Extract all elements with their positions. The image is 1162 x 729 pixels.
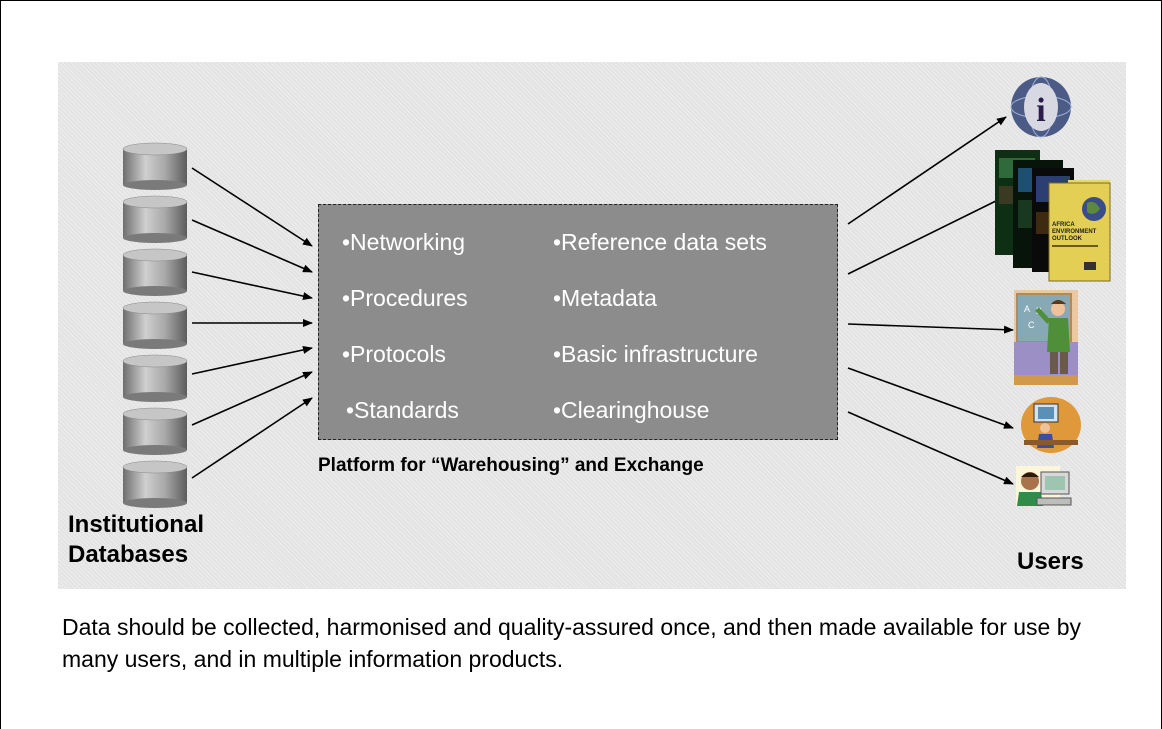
svg-text:ENVIRONMENT: ENVIRONMENT [1052,229,1097,235]
svg-text:i: i [1036,92,1045,129]
platform-item-clearinghouse: •Clearinghouse [553,397,710,423]
institutional-databases-label-line2: Databases [68,541,189,568]
database-cylinder-icon [122,354,188,402]
info-globe-icon: i [1010,76,1072,138]
frame-left-border [0,0,1,729]
input-arrow [191,345,313,375]
input-arrows [191,167,313,479]
institutional-databases-label: Institutional Databases [68,510,204,570]
svg-text:C: C [1028,320,1035,330]
database-cylinder-icon [122,460,188,508]
platform-item-procedures: •Procedures [342,285,468,311]
database-cylinder-icon [122,301,188,349]
platform-item-standards: •Standards [346,397,459,423]
input-arrow [191,371,313,426]
output-arrow [847,323,1014,334]
output-arrow [847,116,1007,225]
database-cylinder-icon [122,142,188,190]
svg-text:AFRICA: AFRICA [1052,222,1075,228]
input-arrow [191,219,313,273]
database-stack [122,142,188,508]
svg-text:OUTLOOK: OUTLOOK [1052,236,1083,242]
frame-top-border [0,0,1162,1]
input-arrow [191,397,313,479]
computer-user-icon [1016,466,1072,506]
database-cylinder-icon [122,407,188,455]
platform-box: •Networking •Procedures •Protocols •Stan… [318,204,838,440]
input-arrow [191,271,313,301]
platform-label: Platform for “Warehousing” and Exchange [318,455,704,476]
report-covers-icon: AFRICA ENVIRONMENT OUTLOOK [995,150,1111,282]
database-cylinder-icon [122,248,188,296]
output-arrow [847,367,1014,429]
output-arrows [847,116,1014,485]
users-label: Users [1017,548,1084,575]
platform-item-reference-data-sets: •Reference data sets [553,229,767,255]
teacher-icon: A B C [1014,290,1078,385]
database-cylinder-icon [122,195,188,243]
platform-item-metadata: •Metadata [553,285,657,311]
output-arrow [847,195,1007,275]
office-worker-icon [1021,397,1081,453]
platform-item-networking: •Networking [342,229,466,255]
platform-item-basic-infrastructure: •Basic infrastructure [553,341,758,367]
svg-text:A: A [1024,304,1030,314]
caption: Data should be collected, harmonised and… [62,614,1082,672]
output-arrow [847,411,1014,485]
institutional-databases-label-line1: Institutional [68,511,204,538]
platform-item-protocols: •Protocols [342,341,446,367]
input-arrow [191,167,313,247]
